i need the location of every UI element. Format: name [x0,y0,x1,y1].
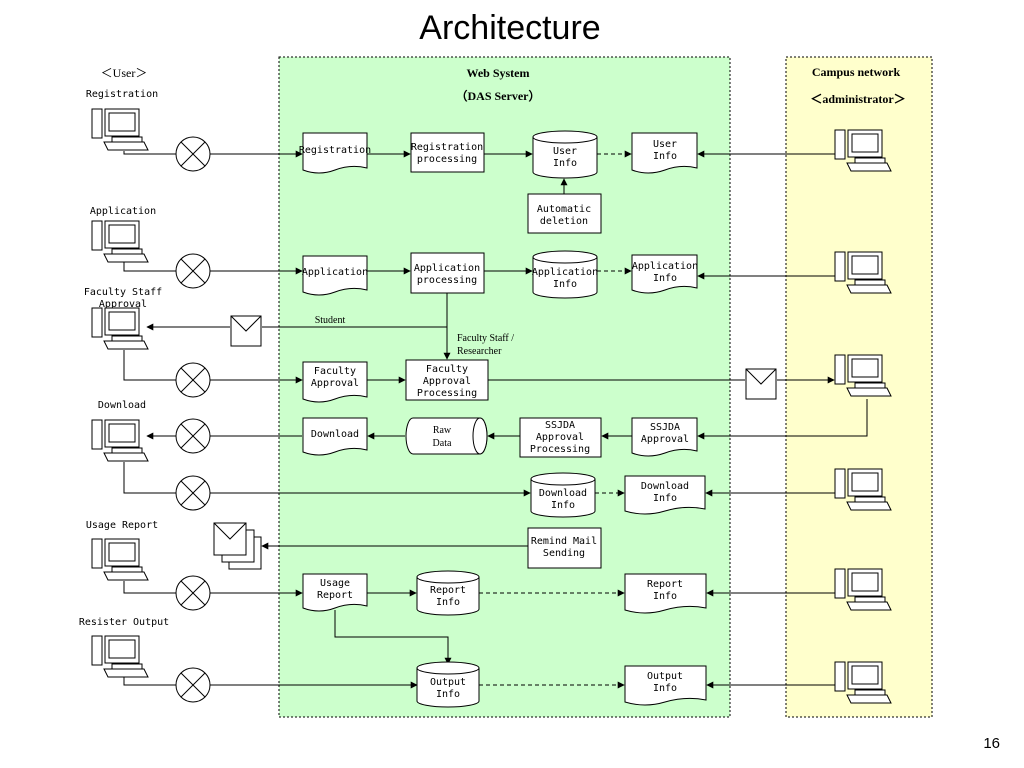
user-info-document [631,132,698,174]
registration-document-label: Registration [299,145,371,156]
faculty-approval-document [302,361,368,403]
faculty-approval-processing-box [405,359,489,401]
computer-icon [91,220,149,263]
page-number: 16 [983,735,1000,752]
computer-icon [91,108,149,151]
student-annotation: Student [315,315,346,326]
output-info-database [416,661,480,708]
internet-crossing-icon [175,362,211,398]
application-info-database [532,250,598,299]
campus-network-title: Campus network [812,65,901,79]
ssjda-approval-document [631,417,698,457]
user-zone-label: ＜User＞ [101,66,148,80]
lane-label-register-output: Resister Output [79,617,169,628]
faculty-researcher-annotation: Faculty Staff /Researcher [457,333,514,357]
lane-label-application: Application [90,206,156,217]
internet-crossing-icon [175,253,211,289]
web-system-title: Web System [467,66,530,80]
multiple-mail-icon [213,522,262,570]
computer-icon [91,307,149,350]
lane-label-download: Download [98,400,146,411]
output-info-document [624,665,707,706]
report-info-database [416,570,480,616]
computer-icon [91,635,149,678]
registration-processing-box [410,132,485,173]
download-document [302,417,368,456]
mail-envelope-icon [745,368,777,400]
lane-label-faculty-line-1: Faculty Staff [84,287,162,298]
lane-label-usage-report: Usage Report [86,520,158,531]
internet-crossing-icon [175,475,211,511]
internet-crossing-icon [175,667,211,703]
report-info-document [624,573,707,614]
application-processing-box [410,252,485,294]
raw-data-storage [405,417,488,455]
lane-label-registration: Registration [86,89,158,100]
application-info-document [631,254,698,294]
internet-crossing-icon [175,418,211,454]
download-info-document [624,475,706,515]
download-info-database [530,472,596,518]
computer-icon [91,538,149,581]
remind-mail-sending-box [527,527,602,569]
ssjda-approval-processing-box [519,417,602,458]
computer-icon [91,419,149,462]
web-system-subtitle: （DAS Server） [456,88,541,103]
slide-title: Architecture [419,9,600,47]
internet-crossing-icon [175,136,211,172]
application-document [302,255,368,296]
campus-network-subtitle: ＜administrator＞ [810,92,905,106]
application-document-label: Application [302,267,368,278]
usage-report-document [302,573,368,612]
registration-document [302,132,368,174]
mail-envelope-icon [230,315,262,347]
download-document-label: Download [311,429,359,440]
user-info-database [532,130,598,179]
internet-crossing-icon [175,575,211,611]
automatic-deletion-box [527,193,602,234]
lane-label-faculty-line-2: Approval [99,299,147,310]
